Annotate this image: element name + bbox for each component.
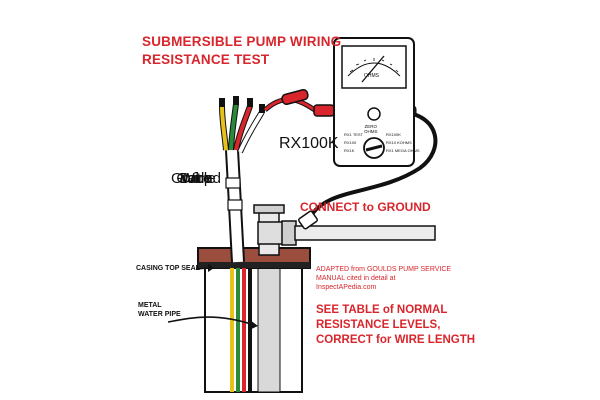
- source-note-line-1: ADAPTED from GOULDS PUMP SERVICE: [316, 266, 452, 273]
- see-table-line-1: SEE TABLE of NORMAL: [316, 304, 448, 316]
- casing-seal-label: CASING TOP SEAL: [136, 265, 200, 272]
- wire-conductors: [219, 96, 265, 154]
- meter-right-range-3: RX1 MEGA OHMS: [386, 148, 420, 153]
- casing-internal-wires: [230, 268, 252, 392]
- drop-cable-label-line: Drop: [179, 170, 213, 187]
- meter-left-range-1: RX1 TEST: [344, 132, 364, 137]
- red-test-lead: [263, 88, 335, 117]
- drop-cable-label-line: with: [182, 170, 210, 187]
- metal-pipe-label-line-1: METAL: [138, 302, 162, 309]
- source-note-line-3: InspectAPedia.com: [316, 284, 377, 291]
- diagram-title-line-1: SUBMERSIBLE PUMP WIRING: [142, 34, 342, 49]
- drop-cable: [225, 149, 245, 263]
- drop-cable-label-line: Ground: [170, 170, 222, 187]
- see-table-line-3: CORRECT for WIRE LENGTH: [316, 334, 476, 346]
- meter-right-range-1: RX100K: [386, 132, 401, 137]
- meter-right-range-2: RX10 KOHMS: [386, 140, 412, 145]
- meter-scale-label: OHMS: [364, 73, 379, 79]
- metal-pipe-label-line-2: WATER PIPE: [138, 311, 181, 318]
- meter-zero-label: ZERO OHMS: [364, 124, 378, 134]
- drop-cable-label-line: Wire: [180, 170, 212, 187]
- water-pipe: [253, 204, 436, 256]
- meter-left-range-3: RX1K: [344, 148, 355, 153]
- drop-cable-label-line: Cable: [176, 170, 216, 187]
- meter-left-range-2: RX100: [344, 140, 357, 145]
- ohmmeter: [333, 37, 415, 167]
- see-table-line-2: RESISTANCE LEVELS,: [316, 319, 441, 331]
- connect-ground-label: CONNECT to GROUND: [300, 200, 431, 214]
- meter-model-label: RX100K: [279, 135, 339, 152]
- well-casing: [204, 261, 303, 393]
- diagram-title-line-2: RESISTANCE TEST: [142, 52, 270, 67]
- source-note-line-2: MANUAL cited in detail at: [316, 275, 396, 282]
- casing-top-seal: [197, 247, 311, 269]
